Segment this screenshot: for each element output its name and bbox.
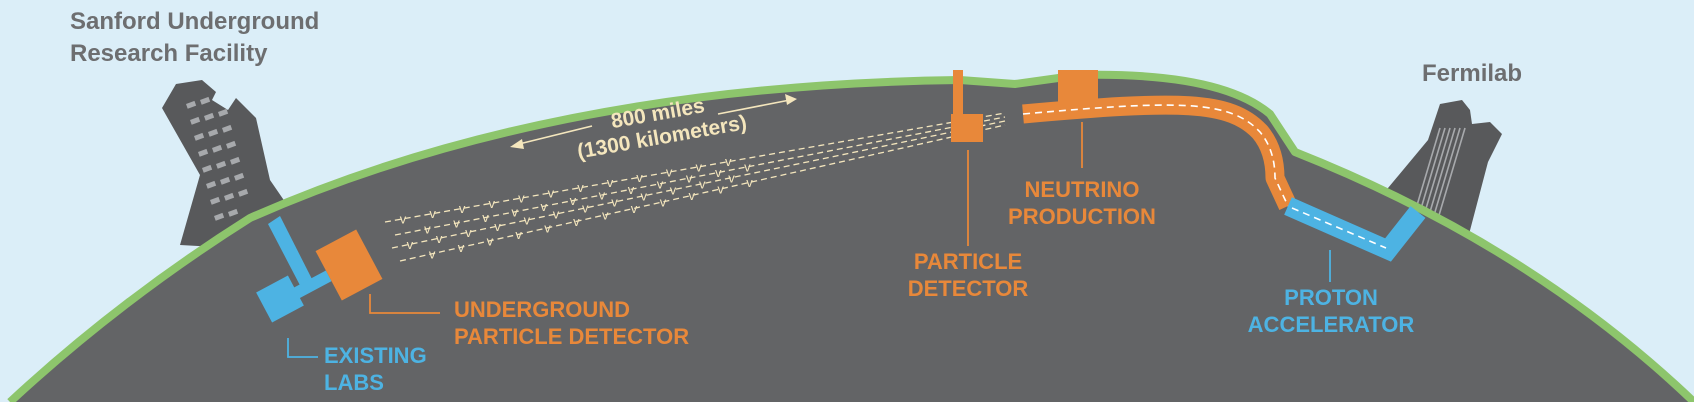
neutrino-symbol: v <box>602 208 609 223</box>
neutrino-symbol: v <box>515 227 522 242</box>
neutrino-production-line-1: NEUTRINO <box>1024 177 1140 202</box>
neutrino-symbol: v <box>686 171 693 186</box>
neutrino-symbol: v <box>641 189 648 204</box>
neutrino-symbol: v <box>699 176 706 191</box>
neutrino-symbol: v <box>577 180 584 195</box>
neutrino-symbol: v <box>570 193 577 208</box>
neutrino-symbol: v <box>487 234 494 249</box>
neutrino-beam-lines <box>384 112 1006 262</box>
neutrino-symbol: v <box>524 213 531 228</box>
neutrino-symbol: v <box>657 176 664 191</box>
neutrino-symbol: v <box>518 191 525 206</box>
neutrino-symbol: v <box>725 154 732 169</box>
fermilab-label-text: Fermilab <box>1422 60 1523 87</box>
earth-surface-crust <box>7 70 1694 402</box>
neutrino-symbol: v <box>429 247 436 262</box>
sanford-label-line-2: Research Facility <box>70 40 268 67</box>
sanford-label: Sanford Underground Research Facility <box>70 6 319 70</box>
neutrino-symbol: v <box>511 205 518 220</box>
proton-accelerator <box>1284 197 1426 262</box>
neutrino-symbol: v <box>465 225 472 240</box>
neutrino-symbol: v <box>670 183 677 198</box>
neutrino-symbol: v <box>746 175 753 190</box>
proton-accelerator-label: PROTON ACCELERATOR <box>1240 284 1422 338</box>
neutrino-symbol: v <box>628 182 635 197</box>
existing-labs-label: EXISTING LABS <box>324 342 427 396</box>
neutrino-symbol: v <box>717 182 724 197</box>
proton-accelerator-line-2: ACCELERATOR <box>1247 312 1415 337</box>
neutrino-symbol: v <box>458 240 465 255</box>
neutrino-symbol: v <box>744 160 751 175</box>
neutrino-symbol: v <box>459 201 466 216</box>
neutrino-symbol: v <box>636 170 643 185</box>
neutrino-symbol: v <box>666 165 673 180</box>
existing-labs-line-2: LABS <box>324 370 384 395</box>
underground-detector-label: UNDERGROUND PARTICLE DETECTOR <box>454 296 689 350</box>
neutrino-symbol: v <box>400 211 407 226</box>
neutrino-symbol: v <box>553 207 560 222</box>
neutrino-symbol: v <box>482 210 489 225</box>
particle-detector-line-1: PARTICLE <box>913 249 1023 274</box>
neutrino-symbol: v <box>407 237 414 252</box>
neutrino-symbol: v <box>689 188 696 203</box>
underground-particle-detector <box>315 229 383 301</box>
neutrino-symbol: v <box>429 206 436 221</box>
distance-arrows <box>510 94 797 149</box>
neutrino-symbol: v <box>544 221 551 236</box>
neutrino-symbol: v <box>728 170 735 185</box>
neutrino-symbol: v <box>607 175 614 190</box>
neutrino-symbol: v <box>715 165 722 180</box>
leader-lines <box>287 122 1331 358</box>
underground-detector-line-1: UNDERGROUND <box>454 297 630 322</box>
neutrino-production-label: NEUTRINO PRODUCTION <box>992 176 1172 230</box>
neutrino-symbol: v <box>489 196 496 211</box>
underground-detector-line-2: PARTICLE DETECTOR <box>454 324 690 349</box>
neutrino-symbol: v <box>611 195 618 210</box>
neutrino-symbol: v <box>424 221 431 236</box>
neutrino-symbol: v <box>696 159 703 174</box>
fermilab-label: Fermilab <box>1422 58 1522 90</box>
sanford-building-icon <box>162 80 292 250</box>
near-particle-detector <box>951 70 983 142</box>
neutrino-symbol: v <box>660 195 667 210</box>
neutrino-symbol: v <box>541 199 548 214</box>
particle-detector-label: PARTICLE DETECTOR <box>898 248 1038 302</box>
existing-labs-shaft <box>256 216 332 323</box>
neutrino-symbol: v <box>453 216 460 231</box>
neutrino-symbol: v <box>436 231 443 246</box>
neutrino-symbol: v <box>548 185 555 200</box>
neutrino-symbol: v <box>494 219 501 234</box>
particle-detector-line-2: DETECTOR <box>907 276 1029 301</box>
neutrino-symbol: v <box>573 214 580 229</box>
sanford-label-line-1: Sanford Underground <box>70 8 320 35</box>
neutrino-symbol: v <box>631 201 638 216</box>
proton-accelerator-line-1: PROTON <box>1284 285 1378 310</box>
neutrino-production-line-2: PRODUCTION <box>1008 204 1156 229</box>
existing-labs-line-1: EXISTING <box>324 343 427 368</box>
neutrino-production-tunnel <box>1022 70 1297 211</box>
neutrino-symbol: v <box>582 201 589 216</box>
neutrino-symbol: v <box>599 188 606 203</box>
